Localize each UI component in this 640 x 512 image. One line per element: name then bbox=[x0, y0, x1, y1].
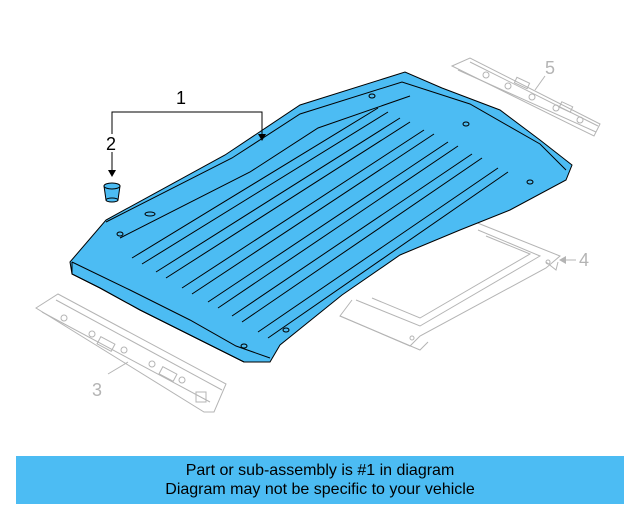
banner-line-2: Diagram may not be specific to your vehi… bbox=[165, 481, 475, 498]
banner-line-1: Part or sub-assembly is #1 in diagram bbox=[185, 462, 455, 479]
callout-4: 4 bbox=[579, 250, 589, 270]
info-banner: Part or sub-assembly is #1 in diagram Di… bbox=[16, 456, 624, 504]
callout-3: 3 bbox=[92, 380, 102, 400]
roof-clip bbox=[103, 182, 121, 203]
callout-5: 5 bbox=[545, 58, 555, 78]
callout-1-leader bbox=[111, 111, 266, 141]
callout-1: 1 bbox=[176, 88, 186, 108]
callout-3-leader bbox=[107, 361, 129, 375]
callout-2: 2 bbox=[106, 134, 116, 154]
front-roof-rail bbox=[35, 293, 227, 413]
roof-panel bbox=[69, 71, 573, 363]
rear-roof-rail bbox=[450, 57, 601, 137]
callout-5-leader bbox=[534, 75, 546, 91]
